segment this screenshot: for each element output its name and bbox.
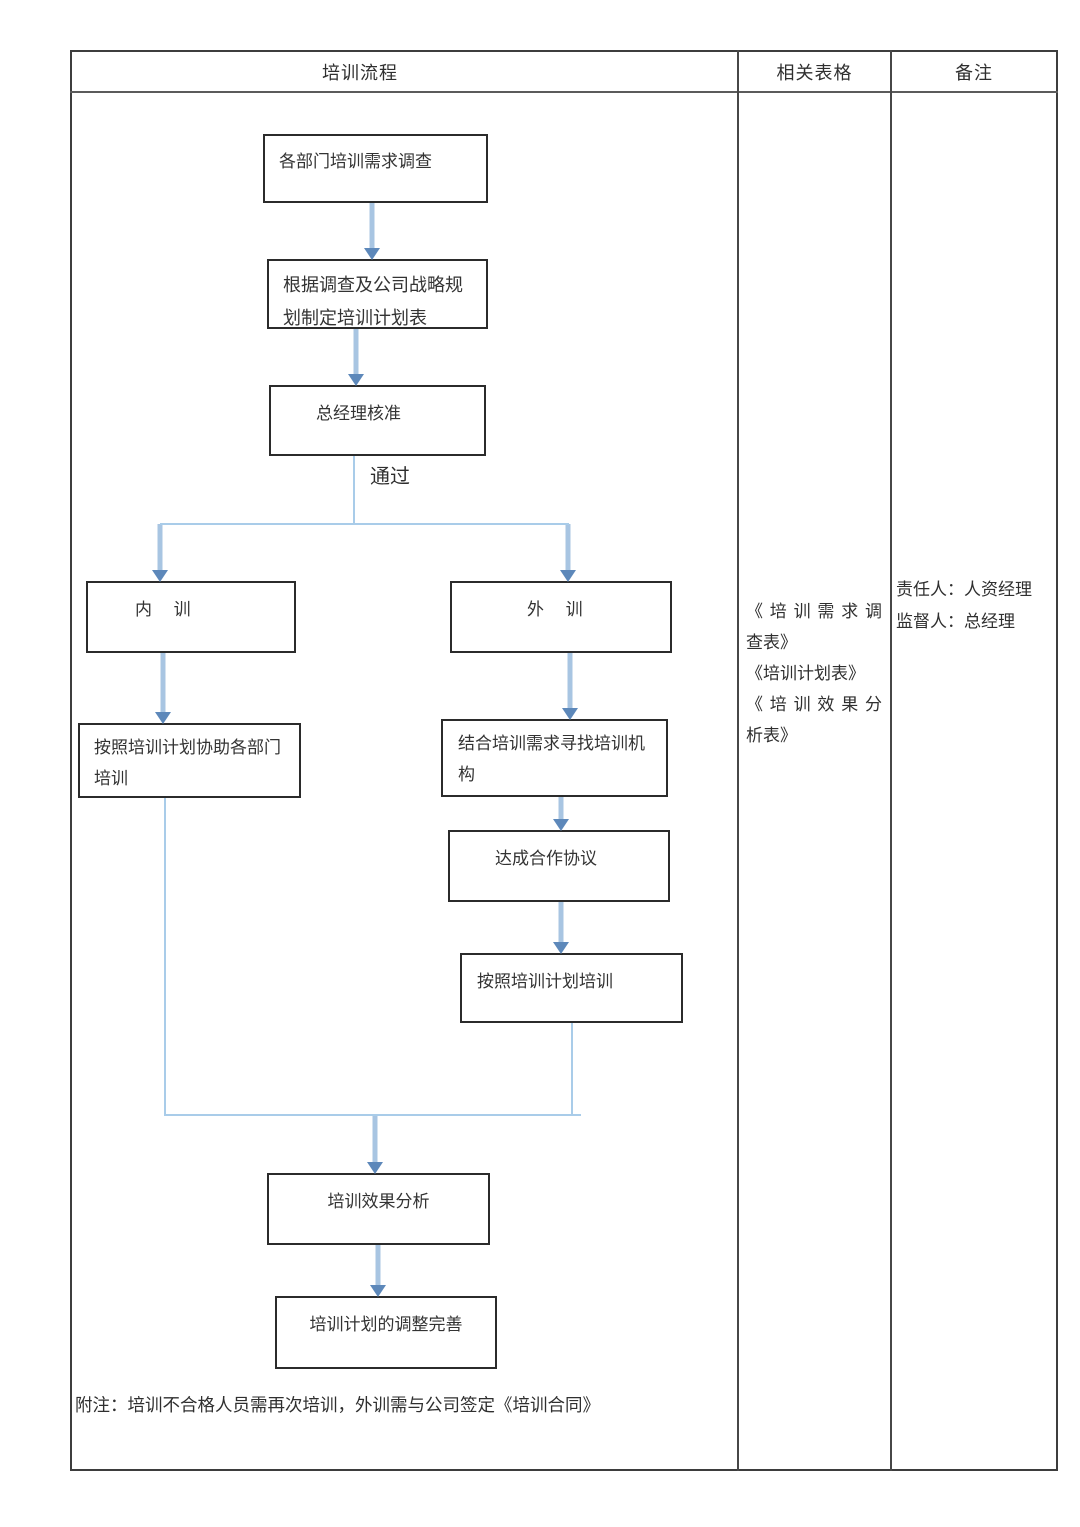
forms-line: 《培训计划表》 [746, 664, 865, 684]
connector-branch-horizontal [160, 523, 569, 525]
header-notes: 备注 [955, 63, 993, 84]
header-row-separator [70, 91, 1058, 93]
flow-node-approve: 总经理核准 [269, 385, 486, 456]
footnote: 附注：培训不合格人员需再次培训，外训需与公司签定《培训合同》 [75, 1396, 600, 1416]
connector-external-merge-down [571, 1023, 573, 1116]
forms-line: 《培训效果分 [746, 695, 882, 715]
flow-node-adjust-plan: 培训计划的调整完善 [275, 1296, 497, 1369]
flow-node-effect-analysis: 培训效果分析 [267, 1173, 490, 1245]
table-border [70, 50, 1058, 1471]
flow-node-survey: 各部门培训需求调查 [263, 134, 488, 203]
arrow-branch-to-internal [152, 524, 168, 582]
flow-node-assist-departments: 按照培训计划协助各部门培训 [78, 723, 301, 798]
flow-node-plan: 根据调查及公司战略规划制定培训计划表 [267, 259, 488, 329]
forms-line: 析表》 [746, 726, 797, 746]
forms-line: 查表》 [746, 633, 797, 653]
supervisor-line: 监督人：总经理 [896, 612, 1015, 632]
column-divider-forms [737, 50, 739, 1471]
arrow-branch-to-external [560, 524, 576, 582]
flow-node-train-by-plan: 按照培训计划培训 [460, 953, 683, 1023]
arrow-survey-to-plan [364, 203, 380, 260]
connector-approve-down [353, 456, 355, 524]
arrow-merge-to-effect [367, 1116, 383, 1174]
arrow-agreement-to-train [553, 902, 569, 954]
column-divider-notes [890, 50, 892, 1471]
connector-internal-merge-down [164, 798, 166, 1116]
flow-node-agreement: 达成合作协议 [448, 830, 670, 902]
flow-node-internal-training: 内 训 [86, 581, 296, 653]
flow-node-find-organization: 结合培训需求寻找培训机构 [441, 719, 668, 797]
flow-node-external-training: 外 训 [450, 581, 672, 653]
connector-merge-horizontal [164, 1114, 581, 1116]
forms-line: 《培训需求调 [746, 602, 882, 622]
arrow-plan-to-approve [348, 329, 364, 386]
arrow-findorg-to-agreement [553, 797, 569, 831]
arrow-effect-to-adjust [370, 1245, 386, 1297]
forms-list: 《培训需求调 查表》 《培训计划表》 《培训效果分 析表》 [746, 597, 882, 752]
notes-block: 责任人：人资经理 监督人：总经理 [896, 574, 1054, 638]
arrow-internal-to-assist [155, 653, 171, 724]
pass-label: 通过 [370, 464, 410, 488]
header-forms: 相关表格 [776, 63, 853, 84]
responsible-person-line: 责任人：人资经理 [896, 580, 1032, 600]
arrow-external-to-findorg [562, 653, 578, 720]
header-flow: 培训流程 [322, 63, 398, 84]
